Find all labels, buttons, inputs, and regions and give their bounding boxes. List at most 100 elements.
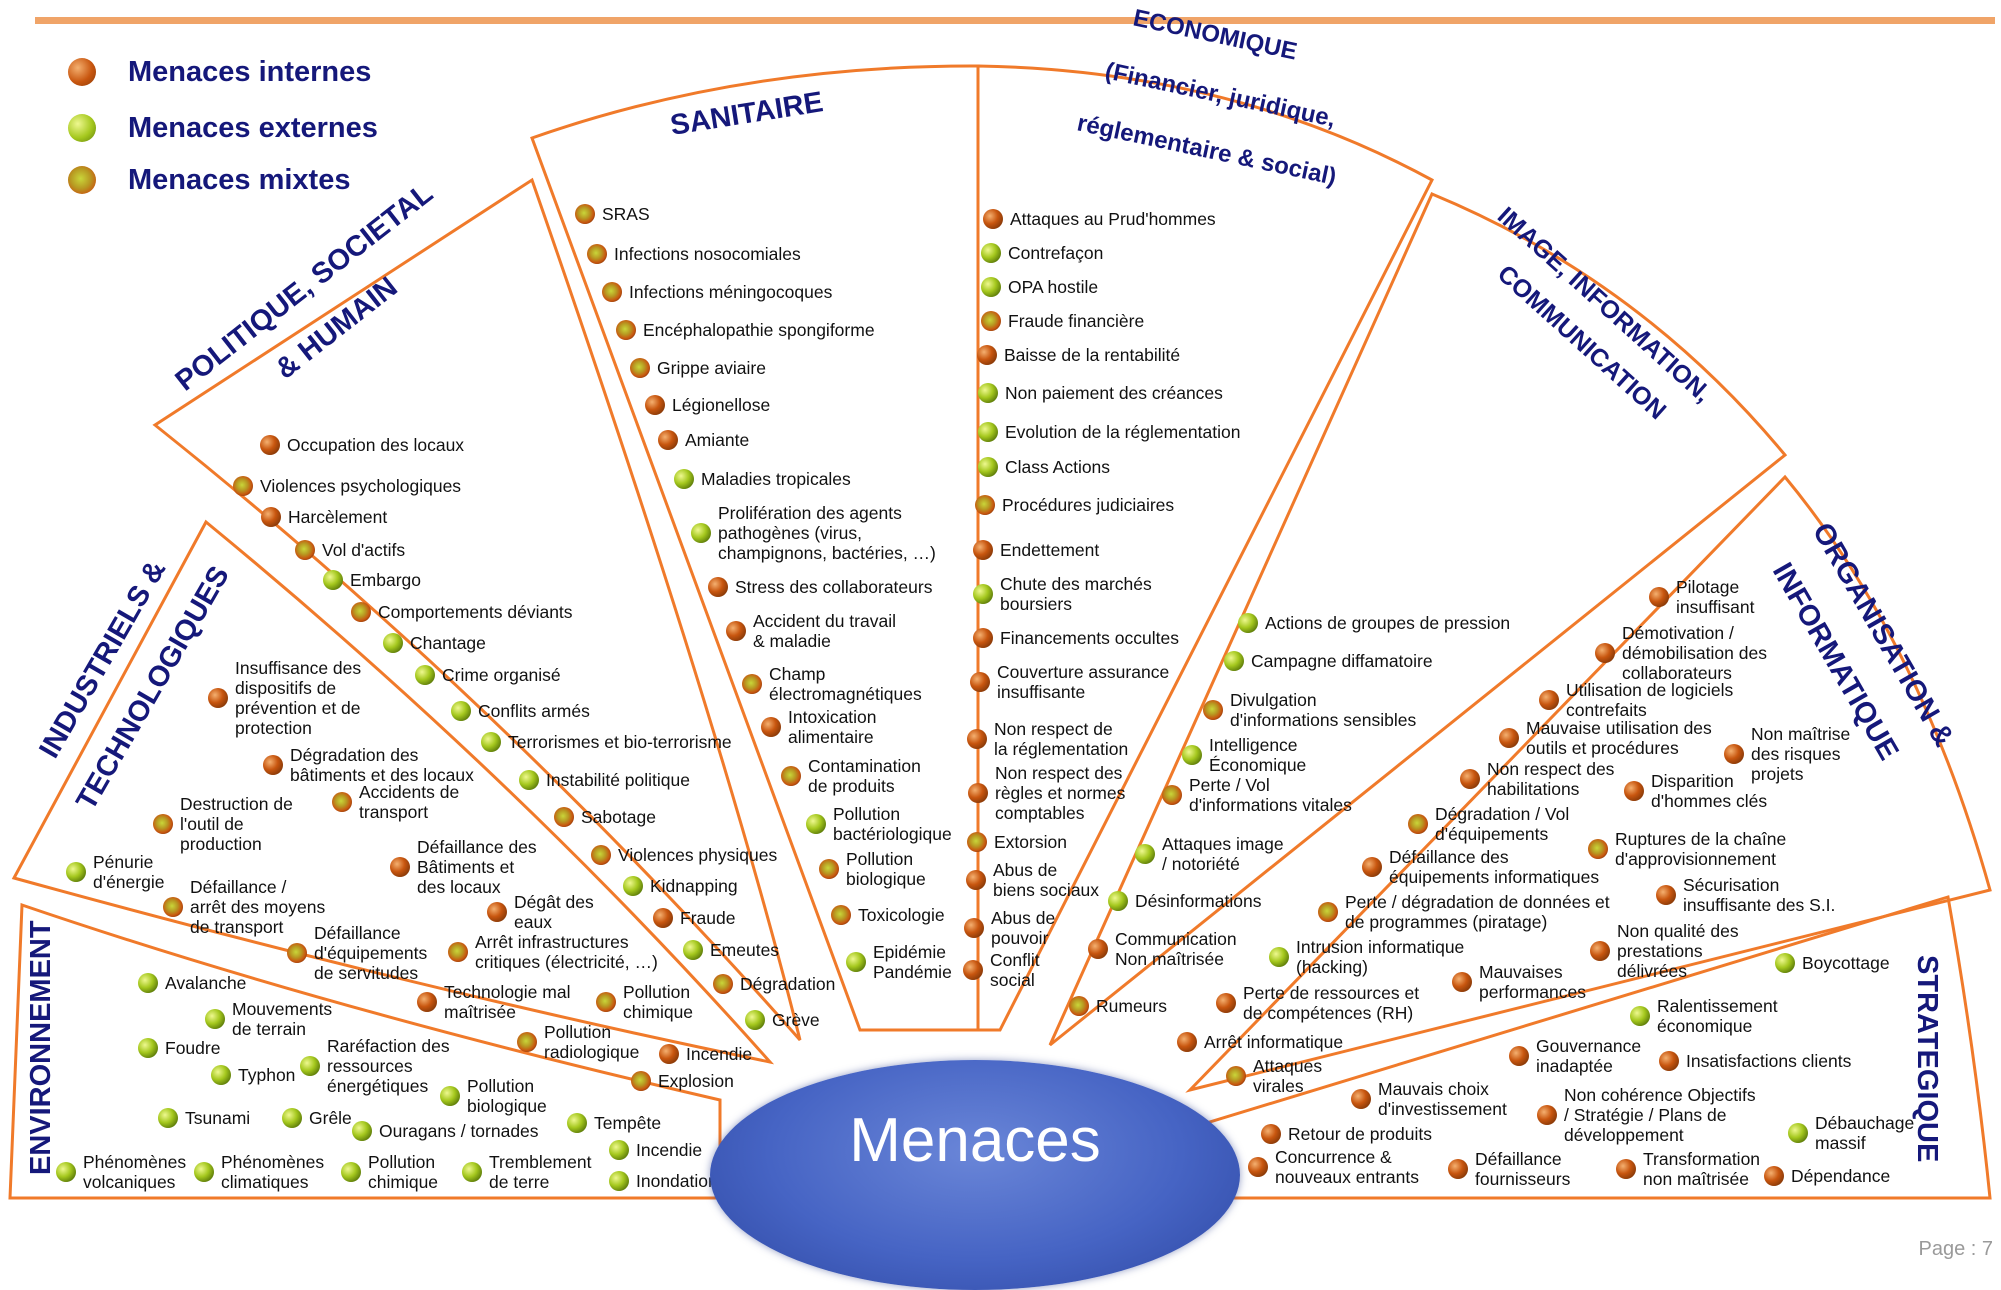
threat-label: Incendie <box>636 1140 702 1160</box>
threat-item: Toxicologie <box>831 905 945 925</box>
center-ellipse <box>710 1060 1240 1290</box>
threat-label: Foudre <box>165 1038 220 1058</box>
threat-label: Non cohérence Objectifs/ Stratégie / Pla… <box>1564 1085 1756 1145</box>
category-title-strategique: STRATEGIQUE <box>1911 955 1943 1162</box>
threat-item: Retour de produits <box>1261 1124 1432 1144</box>
internal-threat-bullet-icon <box>1659 1051 1679 1071</box>
threat-label: Maladies tropicales <box>701 469 851 489</box>
external-threat-bullet-icon <box>1135 844 1155 864</box>
threat-label: Infections méningocoques <box>629 282 833 302</box>
threat-item: Concurrence &nouveaux entrants <box>1248 1147 1419 1187</box>
internal-threat-bullet-icon <box>1539 690 1559 710</box>
internal-threat-bullet-icon <box>1624 781 1644 801</box>
external-threat-bullet-icon <box>978 422 998 442</box>
external-threat-bullet-icon <box>68 114 96 142</box>
internal-threat-bullet-icon <box>963 960 983 980</box>
threat-item: Explosion <box>631 1071 734 1091</box>
threat-item: SRAS <box>575 204 650 224</box>
threat-item: Infections nosocomiales <box>587 244 801 264</box>
threat-label: Comportements déviants <box>378 602 573 622</box>
mixed-threat-bullet-icon <box>332 792 352 812</box>
threat-item: Encéphalopathie spongiforme <box>616 320 875 340</box>
external-threat-bullet-icon <box>194 1162 214 1182</box>
sector-economique-outline <box>976 64 1434 1032</box>
mixed-threat-bullet-icon <box>587 244 607 264</box>
internal-threat-bullet-icon <box>964 918 984 938</box>
threat-label: Embargo <box>350 570 421 590</box>
threat-label: Chantage <box>410 633 486 653</box>
internal-threat-bullet-icon <box>977 345 997 365</box>
internal-threat-bullet-icon <box>1452 972 1472 992</box>
threat-label: SRAS <box>602 204 650 224</box>
threat-item: Insatisfactions clients <box>1659 1051 1852 1071</box>
internal-threat-bullet-icon <box>1724 744 1744 764</box>
mixed-threat-bullet-icon <box>1162 785 1182 805</box>
threat-item: OPA hostile <box>981 277 1098 297</box>
mixed-threat-bullet-icon <box>517 1032 537 1052</box>
threat-label: Amiante <box>685 430 749 450</box>
threat-label: Inondation <box>636 1171 718 1191</box>
mixed-threat-bullet-icon <box>1408 814 1428 834</box>
mixed-threat-bullet-icon <box>630 358 650 378</box>
threat-item: Boycottage <box>1775 953 1890 973</box>
internal-threat-bullet-icon <box>1216 993 1236 1013</box>
threat-label: Extorsion <box>994 832 1067 852</box>
mixed-threat-bullet-icon <box>68 166 96 194</box>
threat-label: Actions de groupes de pression <box>1265 613 1510 633</box>
internal-threat-bullet-icon <box>208 688 228 708</box>
internal-threat-bullet-icon <box>658 430 678 450</box>
mixed-threat-bullet-icon <box>631 1071 651 1091</box>
threat-label: Non paiement des créances <box>1005 383 1223 403</box>
threat-label: Retour de produits <box>1288 1124 1432 1144</box>
threat-item: Contrefaçon <box>981 243 1103 263</box>
external-threat-bullet-icon <box>609 1171 629 1191</box>
mixed-threat-bullet-icon <box>616 320 636 340</box>
internal-threat-bullet-icon <box>983 209 1003 229</box>
threat-label: Violences physiques <box>618 845 777 865</box>
external-threat-bullet-icon <box>211 1065 231 1085</box>
external-threat-bullet-icon <box>138 973 158 993</box>
mixed-threat-bullet-icon <box>295 540 315 560</box>
threat-label: Campagne diffamatoire <box>1251 651 1433 671</box>
internal-threat-bullet-icon <box>1616 1159 1636 1179</box>
sector-organisation-outline <box>1185 474 1992 1093</box>
mixed-threat-bullet-icon <box>602 282 622 302</box>
external-threat-bullet-icon <box>1269 947 1289 967</box>
threat-item: Sabotage <box>554 807 656 827</box>
external-threat-bullet-icon <box>383 633 403 653</box>
mixed-threat-bullet-icon <box>1226 1066 1246 1086</box>
internal-threat-bullet-icon <box>966 870 986 890</box>
threat-label: Evolution de la réglementation <box>1005 422 1240 442</box>
external-threat-bullet-icon <box>462 1162 482 1182</box>
